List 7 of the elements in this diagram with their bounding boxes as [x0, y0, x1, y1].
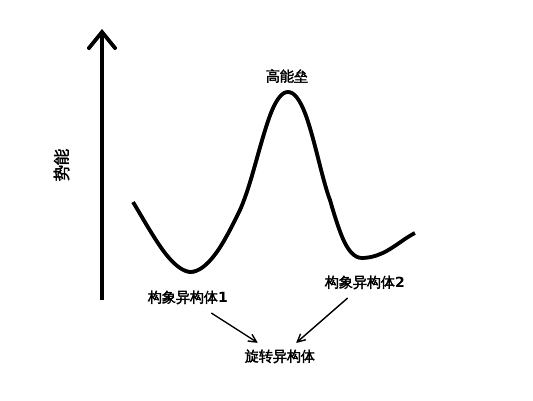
axis-label: 势能	[53, 149, 71, 181]
arrow	[296, 297, 348, 343]
node-label: 旋转异构体	[245, 348, 315, 366]
node-label: 构象异构体2	[325, 274, 405, 292]
peak-label: 高能垒	[266, 68, 308, 86]
arrow	[210, 312, 258, 343]
node-label: 构象异构体1	[148, 289, 228, 307]
